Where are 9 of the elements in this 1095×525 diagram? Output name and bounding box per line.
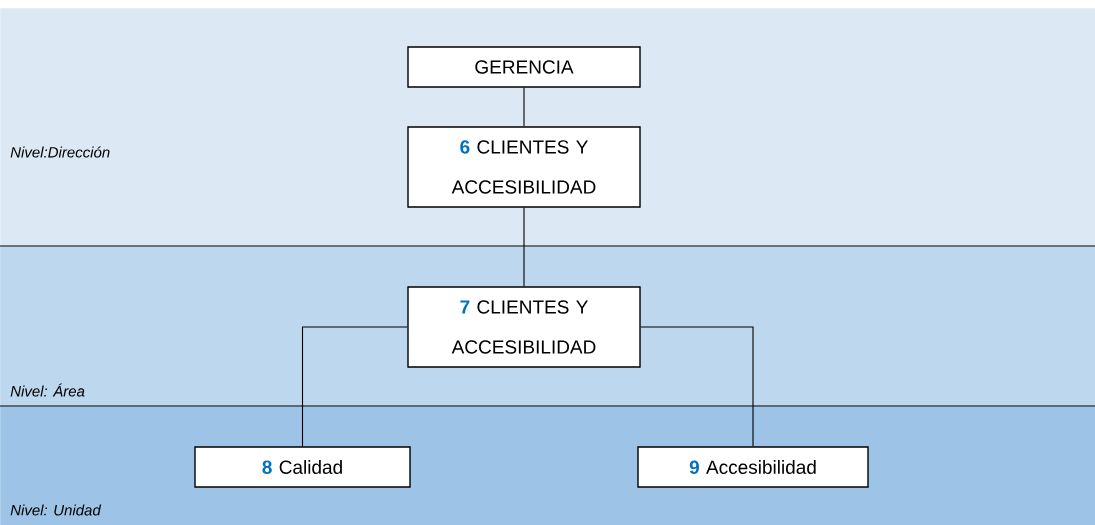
org-box: 9 Accesibilidad	[637, 446, 869, 488]
org-box: 7 CLIENTES Y ACCESIBILIDAD	[407, 286, 641, 368]
org-box: 6 CLIENTES Y ACCESIBILIDAD	[407, 126, 641, 208]
org-box: GERENCIA	[407, 46, 641, 88]
connector-line	[640, 326, 754, 447]
connector-line	[301, 326, 408, 447]
connector-line	[523, 87, 525, 127]
connector-line	[523, 207, 525, 287]
org-box: 8 Calidad	[194, 446, 411, 488]
